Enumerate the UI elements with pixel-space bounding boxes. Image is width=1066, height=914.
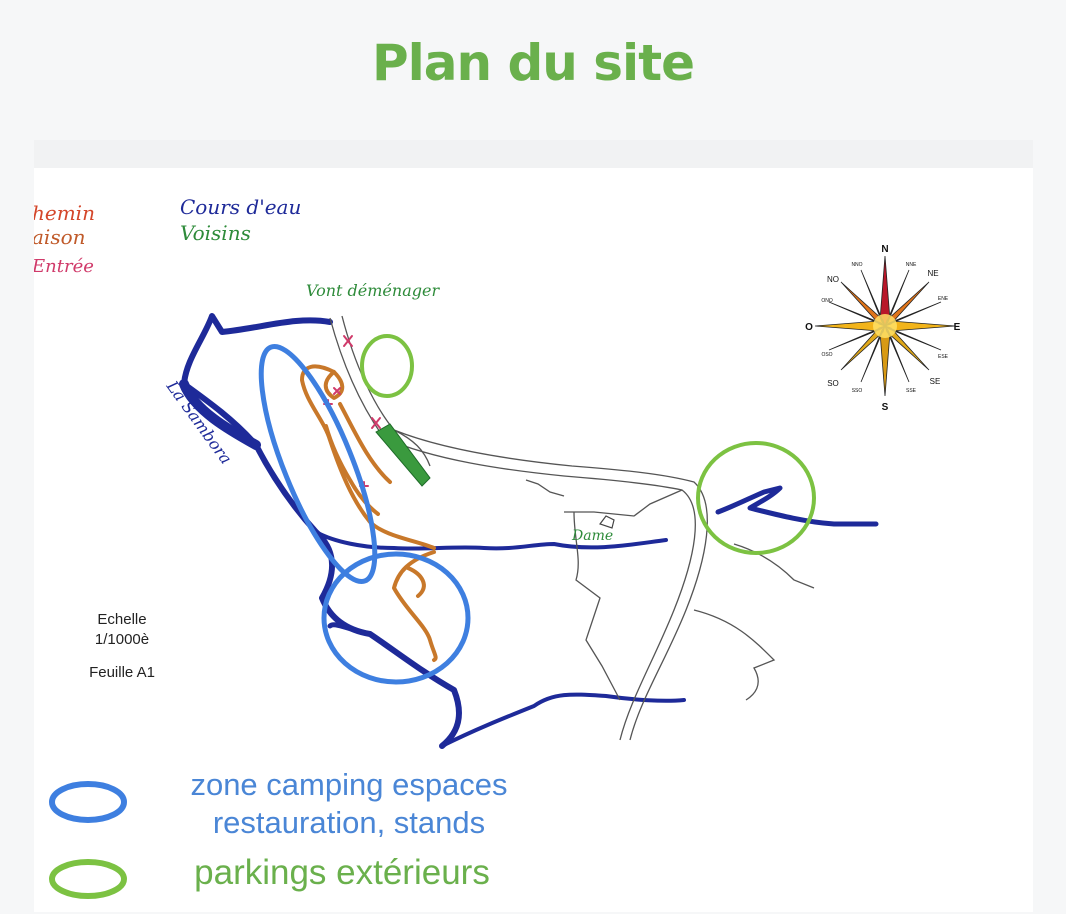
scale-block: Echelle 1/1000è Feuille A1: [52, 610, 192, 683]
scale-label: Echelle: [97, 611, 147, 628]
legend-camping-text: zone camping espaces restauration, stand…: [174, 766, 524, 842]
compass-sse: SSE: [906, 388, 917, 394]
sheet-size: Feuille A1: [89, 664, 155, 681]
map-top-strip: [34, 140, 1033, 168]
parking-zone-north: [360, 334, 414, 398]
legend-camping-line2: restauration, stands: [212, 805, 486, 840]
compass-n: N: [881, 244, 888, 255]
compass-labels: N S E O NE NO SE SO NNE NNO ENE ONO ESE …: [805, 244, 961, 413]
dam-house: Dame: [571, 515, 615, 544]
dam-label: Dame: [571, 528, 613, 544]
legend-cours-eau: Cours d'eau: [180, 195, 301, 219]
compass-ese: ESE: [938, 354, 949, 360]
camping-zone-oval: [258, 343, 378, 585]
compass-ono: ONO: [821, 298, 833, 304]
site-map: hemin aison Entrée Cours d'eau Voisins: [34, 140, 1033, 912]
neighbours-strip: [375, 423, 431, 487]
parking-zones: [360, 334, 816, 555]
legend-parking-oval: [49, 859, 127, 899]
compass-sso: SSO: [852, 388, 863, 394]
neighbours-moving-label: Vont déménager: [306, 281, 440, 300]
compass-o: O: [805, 322, 813, 333]
compass-nne: NNE: [906, 262, 917, 268]
house-icon: [599, 515, 615, 529]
compass-ne: NE: [927, 269, 938, 278]
legend-camping-line1: zone camping espaces: [190, 767, 508, 802]
river: [179, 313, 879, 749]
map-drawing: hemin aison Entrée Cours d'eau Voisins: [34, 195, 961, 899]
compass-rays: [814, 255, 956, 397]
page-title: Plan du site: [371, 34, 695, 92]
compass-se: SE: [930, 377, 941, 386]
handwritten-legend: hemin aison Entrée Cours d'eau Voisins: [34, 195, 301, 277]
compass-s: S: [882, 402, 889, 413]
compass-rose: N S E O NE NO SE SO NNE NNO ENE ONO ESE …: [805, 244, 961, 413]
legend-entree: Entrée: [34, 256, 94, 277]
compass-ene: ENE: [938, 296, 949, 302]
legend-parking-text: parkings extérieurs: [194, 853, 490, 892]
compass-nno: NNO: [851, 262, 862, 268]
compass-no: NO: [827, 275, 839, 284]
scale-value: 1/1000è: [94, 631, 150, 648]
legend-camping-oval: [49, 781, 127, 823]
compass-oso: OSO: [821, 352, 832, 358]
compass-so: SO: [827, 379, 839, 388]
legend-voisins: Voisins: [180, 221, 251, 245]
legend-chemin: hemin: [34, 201, 95, 225]
parking-zone-east: [696, 441, 816, 555]
camping-zones: [258, 343, 471, 685]
compass-e: E: [954, 322, 961, 333]
camping-zone-circle: [321, 551, 471, 685]
legend-maison: aison: [34, 225, 86, 249]
